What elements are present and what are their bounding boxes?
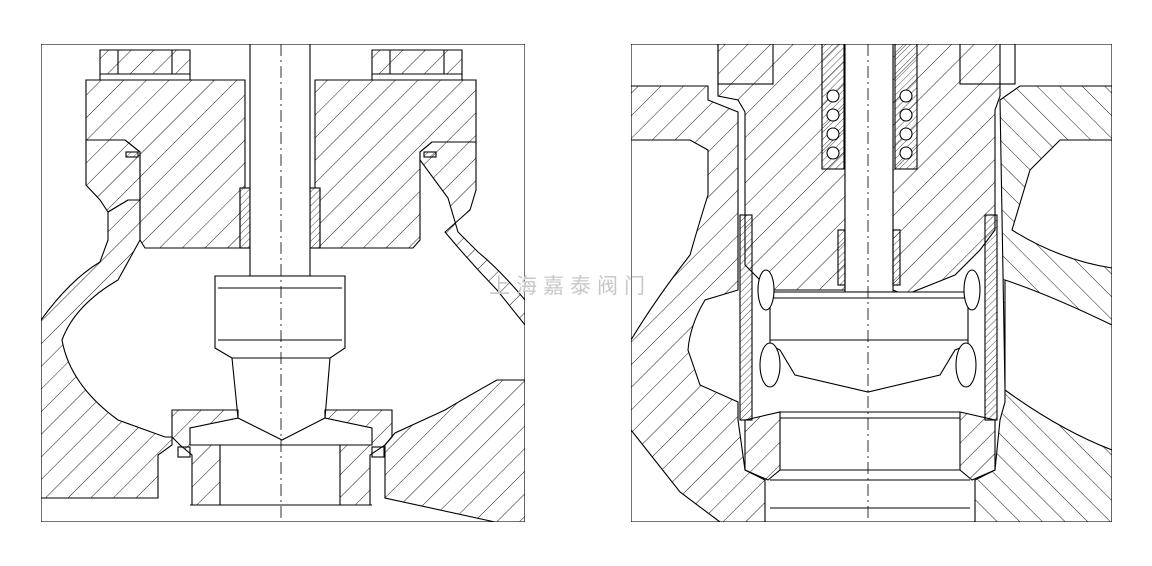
left-stem	[249, 44, 311, 277]
spring-coils	[826, 89, 913, 160]
right-body-right	[974, 85, 1112, 522]
right-seat-left	[744, 411, 781, 481]
right-body-left	[631, 85, 766, 522]
left-nut-right	[371, 49, 463, 75]
right-guide-left	[739, 214, 753, 421]
left-packing-left	[239, 187, 251, 249]
left-packing-right	[309, 187, 321, 249]
left-bonnet	[85, 79, 246, 249]
left-nut-left	[99, 49, 191, 75]
left-valve-section	[41, 44, 525, 522]
right-guide-right	[984, 214, 998, 421]
right-seat-right	[959, 411, 996, 481]
right-valve-section	[631, 44, 1112, 522]
left-seat-left	[171, 409, 239, 506]
left-body-left-wall	[41, 199, 173, 499]
right-spring-right	[894, 44, 918, 170]
right-spring-left	[821, 44, 845, 170]
watermark-text: 上海嘉泰阀门	[489, 274, 651, 298]
right-stem	[844, 44, 894, 293]
left-body-right-lower	[384, 379, 525, 522]
